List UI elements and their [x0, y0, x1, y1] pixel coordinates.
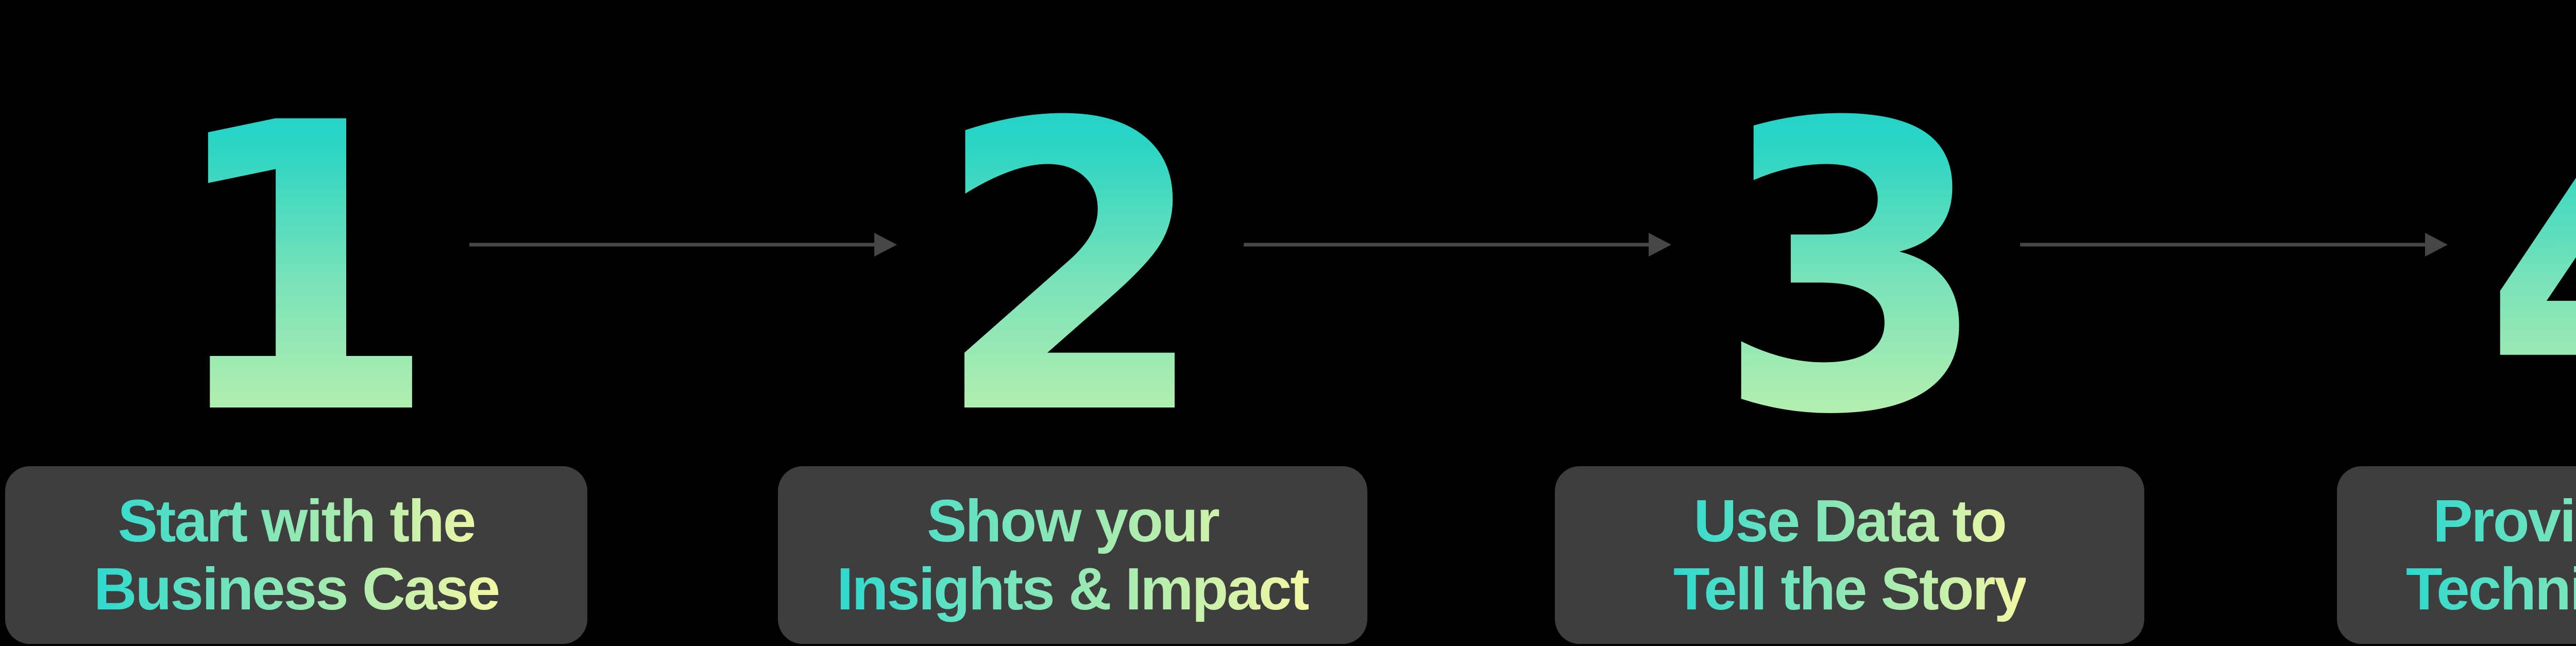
step-2-label: Show your Insights & Impact — [837, 487, 1309, 622]
step-3-label: Use Data to Tell the Story — [1673, 487, 2026, 622]
step-1-label-card: Start with the Business Case — [5, 466, 587, 644]
step-1-number: 1 — [163, 39, 439, 501]
step-2-label-line-2: Insights & Impact — [837, 555, 1309, 622]
step-1-label-line-2: Business Case — [93, 555, 499, 622]
right-arrow-icon — [469, 233, 897, 257]
right-arrow-icon — [2020, 233, 2448, 257]
step-3-number: 3 — [1715, 39, 1991, 501]
step-4-number: 4 — [2482, 72, 2576, 469]
step-1-label-line-1: Start with the — [117, 487, 475, 555]
step-4-label: Provide Some Technical Depth — [2406, 487, 2576, 622]
step-4-label-line-1: Provide Some — [2433, 487, 2575, 555]
step-2-label-line-1: Show your — [927, 487, 1218, 555]
step-4-label-card: Provide Some Technical Depth — [2337, 466, 2576, 644]
step-4-label-line-2: Technical Depth — [2405, 555, 2570, 622]
step-3-label-card: Use Data to Tell the Story — [1555, 466, 2144, 644]
step-3-label-line-1: Use Data to — [1693, 487, 2006, 555]
step-2-label-card: Show your Insights & Impact — [778, 466, 1367, 644]
step-2-number: 2 — [933, 39, 1209, 501]
step-1-label: Start with the Business Case — [94, 487, 499, 622]
step-3-label-line-2: Tell the Story — [1673, 555, 2026, 622]
right-arrow-icon — [1244, 233, 1671, 257]
